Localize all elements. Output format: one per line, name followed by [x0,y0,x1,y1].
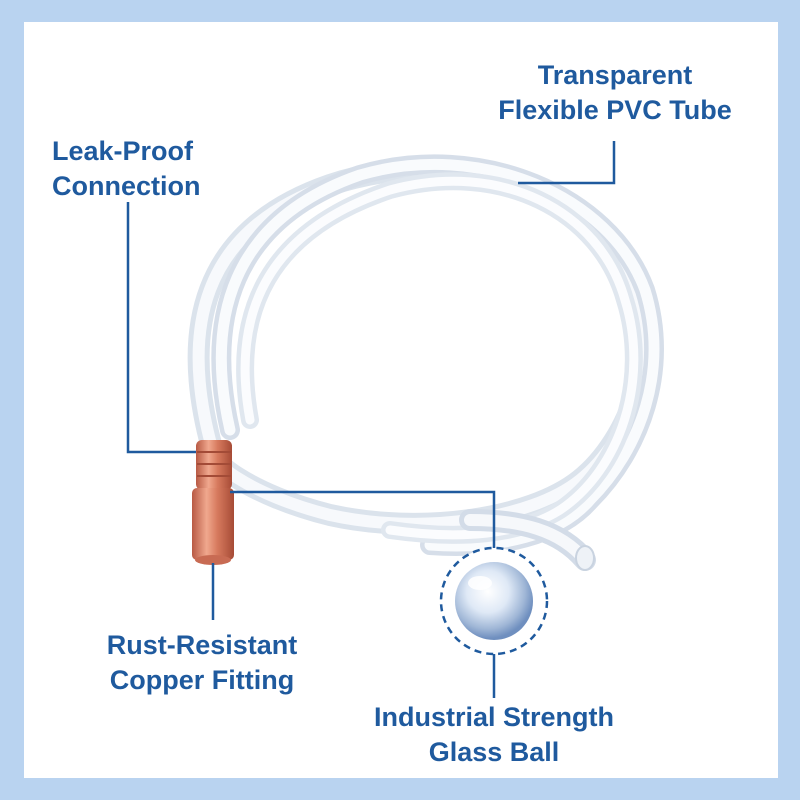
leader-line-connection [126,202,196,454]
copper-fitting [192,440,234,565]
callout-ball-line2: Glass Ball [428,737,560,767]
callout-tube-line2: Flexible PVC Tube [498,95,732,125]
leader-line-ball [230,490,496,548]
callout-connection-line1: Leak-Proof [52,136,194,166]
leader-line-tube [518,141,616,185]
callout-leak-proof-connection: Leak-Proof Connection [52,134,252,204]
leader-lines [126,141,616,698]
callout-tube-line1: Transparent [537,60,693,90]
callout-glass-ball: Industrial Strength Glass Ball [346,700,642,770]
callout-ball-line1: Industrial Strength [373,702,614,732]
glass-ball-inset [439,546,549,656]
pvc-tube-coil [187,154,664,571]
callout-fitting-line1: Rust-Resistant [106,630,298,660]
callout-copper-fitting: Rust-Resistant Copper Fitting [82,628,322,698]
callout-transparent-tube: Transparent Flexible PVC Tube [484,58,746,128]
callout-fitting-line2: Copper Fitting [109,665,295,695]
callout-connection-line2: Connection [52,171,201,201]
